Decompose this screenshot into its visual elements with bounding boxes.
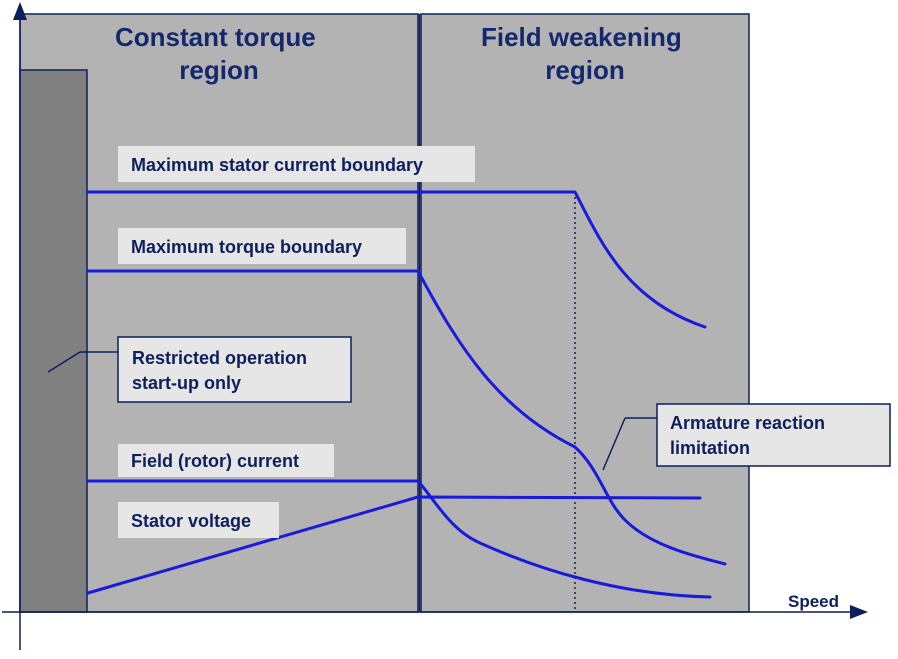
label-restricted-operation: Restricted operation start-up only [47, 336, 352, 403]
restricted-leader-line [47, 351, 81, 373]
svg-text:Maximum torque boundary: Maximum torque boundary [131, 237, 362, 257]
label-max-stator-current: Maximum stator current boundary [118, 146, 475, 182]
axes: Speed [2, 2, 868, 650]
svg-text:Restricted operation sta: Restricted operation start-up only [132, 348, 312, 393]
label-max-torque: Maximum torque boundary [118, 228, 406, 264]
field-weakening-title: Field weakening region [481, 22, 689, 85]
max-torque-curve [86, 269, 727, 566]
restricted-operation-zone [19, 69, 88, 613]
armature-leader-line [602, 417, 626, 471]
x-axis-arrow-icon [850, 605, 868, 619]
label-stator-voltage: Stator voltage [118, 502, 279, 538]
x-axis-label: Speed [788, 592, 839, 611]
field-current-curve [86, 479, 712, 599]
stator-voltage-curve [86, 495, 702, 595]
constant-torque-title: Constant torque region [115, 22, 323, 85]
y-axis-arrow-icon [13, 2, 27, 20]
svg-text:Stator voltage: Stator voltage [131, 511, 251, 531]
svg-text:Maximum stator current boundar: Maximum stator current boundary [131, 155, 423, 175]
label-armature-reaction: Armature reaction limitation [602, 403, 891, 471]
max-stator-current-curve [86, 190, 707, 329]
field-weakening-region [420, 13, 750, 613]
label-field-current: Field (rotor) current [118, 444, 334, 477]
curves [86, 190, 727, 599]
svg-text:Field (rotor) current: Field (rotor) current [131, 451, 299, 471]
svg-text:Armature reaction limita: Armature reaction limitation [670, 413, 830, 458]
